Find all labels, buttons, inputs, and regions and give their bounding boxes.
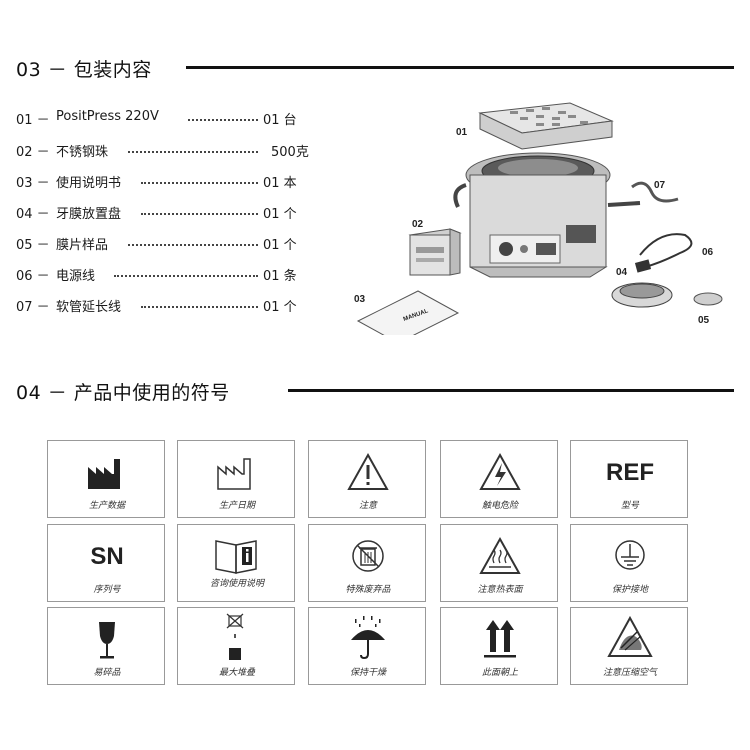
symbol-caption: 注意压缩空气 [602, 668, 657, 678]
item-quantity: 01 个 [263, 238, 297, 253]
symbol-stacking-limit: 最大堆叠 [177, 607, 295, 685]
item-name: 牙膜放置盘 [56, 207, 122, 222]
symbol-electric-shock: 触电危险 [440, 440, 558, 518]
symbol-manufacturer: 生产数据 [47, 440, 165, 518]
leader-dots [114, 275, 258, 277]
leader-dots [128, 151, 258, 153]
symbol-caption: 保护接地 [611, 585, 648, 595]
list-item: 06 － 电源线 01 条 [16, 265, 316, 285]
hot-surface-icon [479, 536, 521, 574]
list-item: 03 － 使用说明书 01 本 [16, 172, 316, 192]
symbol-compressed-air: 注意压缩空气 [570, 607, 688, 685]
symbol-caption: 生产数据 [88, 501, 125, 511]
list-item: 01 － PositPress 220V 01 台 [16, 109, 316, 129]
symbol-caption: 最大堆叠 [218, 668, 255, 678]
film-sample-drawing [693, 292, 723, 306]
symbol-ref: REF 型号 [570, 440, 688, 518]
item-number: 03 － [16, 176, 50, 191]
symbol-caution: 注意 [308, 440, 426, 518]
section-symbols-title: 04 － 产品中使用的符号 [16, 382, 230, 404]
manual-drawing: MANUAL [356, 290, 460, 335]
symbol-serial-number: SN 序列号 [47, 524, 165, 602]
section-symbols-rule [288, 389, 734, 392]
leader-dots [188, 119, 258, 121]
item-number: 05 － [16, 238, 50, 253]
symbol-special-waste: 特殊废弃品 [308, 524, 426, 602]
steel-balls-box-drawing [408, 228, 462, 276]
ref-icon: REF [606, 459, 654, 486]
item-name: 不锈钢珠 [56, 145, 109, 160]
factory-filled-icon [88, 459, 120, 489]
symbol-hot-surface: 注意热表面 [440, 524, 558, 602]
item-quantity: 01 本 [263, 176, 297, 191]
section-contents-rule [186, 66, 734, 69]
item-name: 膜片样品 [56, 238, 109, 253]
callout-05: 05 [698, 315, 710, 326]
symbol-manufacture-date: 生产日期 [177, 440, 295, 518]
electric-shock-icon [479, 452, 521, 490]
caution-icon [347, 452, 389, 490]
callout-01: 01 [456, 127, 468, 138]
item-quantity: 01 个 [263, 300, 297, 315]
item-number: 02 － [16, 145, 50, 160]
item-number: 07 － [16, 300, 50, 315]
stack-limit-icon [226, 613, 244, 660]
leader-dots [141, 306, 258, 308]
symbol-caption: 触电危险 [481, 501, 518, 511]
symbol-consult-manual: 咨询使用说明 [177, 524, 295, 602]
item-name: 电源线 [56, 269, 96, 284]
symbol-caption: 型号 [620, 501, 639, 511]
leader-dots [141, 182, 258, 184]
ground-icon [615, 540, 645, 570]
list-item: 05 － 膜片样品 01 个 [16, 234, 316, 254]
machine-drawing [453, 102, 641, 278]
callout-04: 04 [616, 267, 628, 278]
fragile-icon [99, 622, 115, 659]
item-quantity: 01 台 [263, 113, 297, 128]
symbol-caption: 此面朝上 [481, 668, 518, 678]
symbol-caption: 保持干燥 [349, 668, 386, 678]
item-quantity: 01 个 [263, 207, 297, 222]
callout-06: 06 [702, 247, 714, 258]
symbol-caption: 注意 [358, 501, 377, 511]
waste-bin-icon [352, 540, 384, 572]
symbol-caption: 易碎品 [93, 668, 121, 678]
item-number: 01 － [16, 113, 50, 128]
item-name: 使用说明书 [56, 176, 122, 191]
power-cord-drawing [639, 233, 693, 268]
package-contents-illustration: MANUAL 01 02 03 04 05 06 07 [354, 102, 723, 335]
symbol-caption: 注意热表面 [477, 585, 523, 595]
symbol-this-side-up: 此面朝上 [440, 607, 558, 685]
item-number: 06 － [16, 269, 50, 284]
list-item: 04 － 牙膜放置盘 01 个 [16, 203, 316, 223]
symbol-fragile: 易碎品 [47, 607, 165, 685]
this-side-up-icon [484, 620, 516, 658]
item-number: 04 － [16, 207, 50, 222]
symbol-caption: 咨询使用说明 [209, 579, 264, 589]
item-name: 软管延长线 [56, 300, 122, 315]
manual-info-icon [215, 540, 257, 574]
callout-02: 02 [412, 219, 424, 230]
symbol-protective-earth: 保护接地 [570, 524, 688, 602]
list-item: 07 － 软管延长线 01 个 [16, 296, 316, 316]
list-item: 02 － 不锈钢珠 500克 [16, 141, 316, 161]
factory-outline-icon [217, 458, 251, 490]
compressed-air-icon [607, 615, 653, 657]
tray-drawing [611, 282, 673, 308]
sn-icon: SN [90, 543, 124, 570]
symbol-caption: 序列号 [93, 585, 121, 595]
leader-dots [141, 213, 258, 215]
item-quantity: 01 条 [263, 269, 297, 284]
callout-03: 03 [354, 294, 366, 305]
symbol-caption: 特殊废弃品 [345, 585, 391, 595]
symbol-keep-dry: 保持干燥 [308, 607, 426, 685]
keep-dry-icon [351, 616, 385, 660]
hose-drawing [631, 181, 679, 203]
item-name: PositPress 220V [56, 109, 159, 124]
leader-dots [128, 244, 258, 246]
callout-07: 07 [654, 180, 666, 191]
item-quantity: 500克 [271, 145, 309, 160]
section-contents-title: 03 － 包装内容 [16, 59, 152, 81]
symbol-caption: 生产日期 [218, 501, 255, 511]
